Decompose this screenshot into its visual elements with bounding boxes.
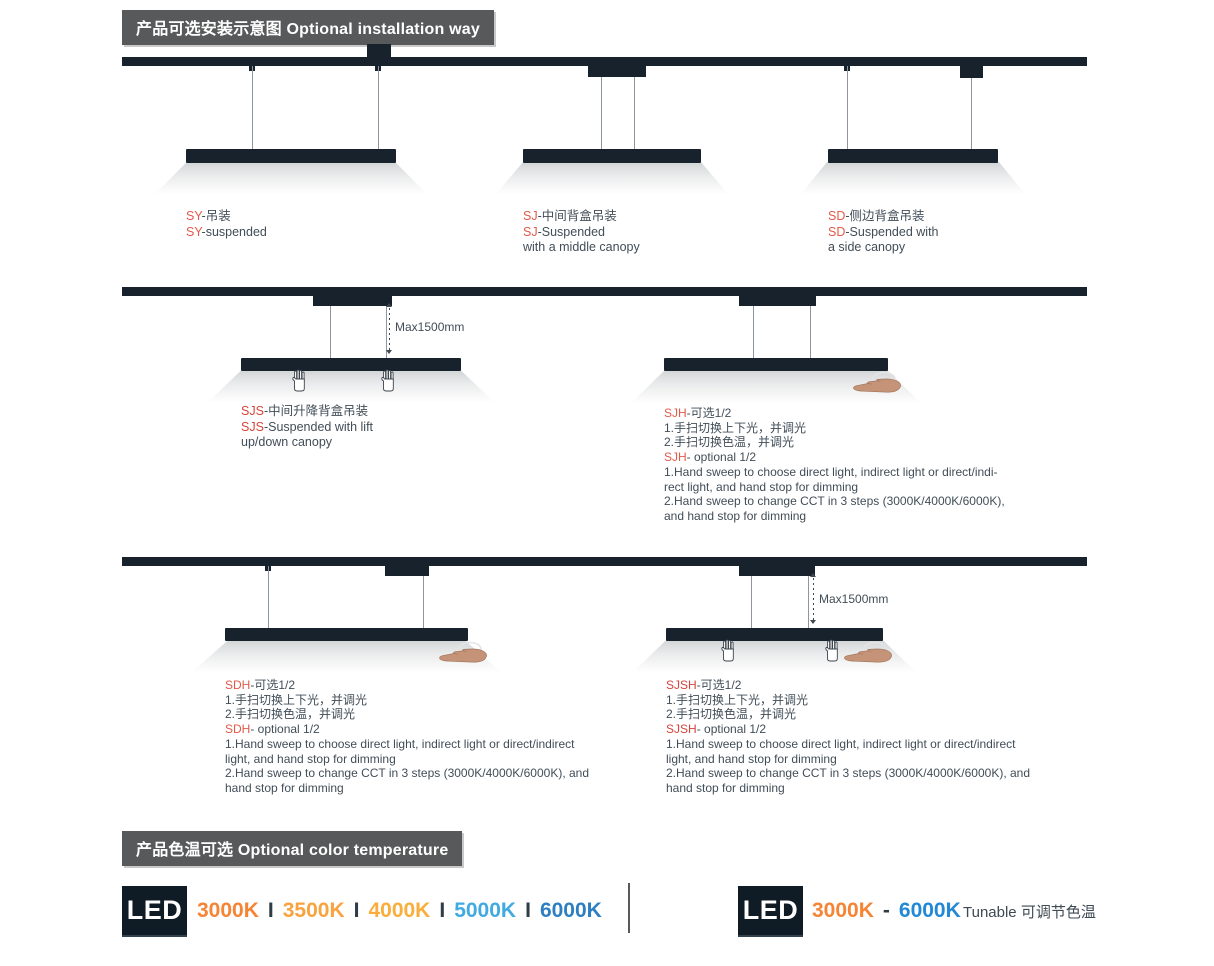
ceiling-rail: [122, 57, 1087, 66]
suspension-wire: [971, 78, 972, 150]
section-banner-installation: 产品可选安装示意图 Optional installation way: [122, 10, 494, 45]
max-height-dotted-line: [813, 578, 814, 620]
suspension-wire: [330, 306, 331, 358]
cct-separator: I: [353, 899, 360, 922]
max-height-arrow-down: [386, 350, 392, 354]
led-badge: LED: [738, 886, 803, 937]
max-height-arrow-up: [810, 573, 816, 577]
light-beam: [495, 162, 729, 195]
touch-hand-icon: [381, 369, 394, 392]
sweep-hand-icon: [844, 641, 892, 663]
suspension-wire: [268, 566, 269, 628]
cct-range-tunable: 3000K - 6000K: [812, 899, 961, 923]
side-canopy: [960, 66, 983, 78]
light-fixture: [666, 628, 883, 641]
cct-range-to: 6000K: [898, 899, 961, 922]
middle-canopy: [588, 66, 646, 77]
ceiling-rail: [122, 287, 1087, 296]
suspension-wire: [751, 576, 752, 628]
suspension-wire: [753, 306, 754, 358]
suspension-wire: [808, 576, 809, 628]
touch-hand-icon: [825, 639, 838, 662]
suspension-wire: [423, 576, 424, 628]
max-height-label: Max1500mm: [395, 320, 465, 334]
cct-separator: I: [267, 899, 274, 922]
light-beam: [207, 370, 495, 403]
max-height-arrow-up: [386, 303, 392, 307]
light-fixture: [828, 149, 998, 163]
max-height-arrow-down: [810, 620, 816, 624]
light-beam: [800, 162, 1026, 195]
cct-6000k: 6000K: [539, 899, 602, 922]
suspension-wire: [378, 66, 379, 150]
touch-hand-icon: [292, 369, 305, 392]
led-badge: LED: [122, 886, 187, 937]
suspension-wire: [810, 306, 811, 358]
cct-range-dash: -: [882, 899, 890, 922]
light-beam: [154, 162, 428, 195]
max-height-dotted-line: [389, 308, 390, 350]
cct-3000k: 3000K: [197, 899, 259, 922]
touch-hand-icon: [721, 639, 734, 662]
suspension-wire: [634, 77, 635, 149]
light-fixture: [523, 149, 701, 163]
cct-4000k: 4000K: [368, 899, 431, 922]
lift-canopy: [313, 296, 392, 306]
cct-separator: I: [525, 899, 531, 922]
sweep-hand-icon: [439, 641, 487, 663]
cct-5000k: 5000K: [454, 899, 517, 922]
light-fixture: [186, 149, 396, 163]
max-height-label: Max1500mm: [819, 592, 889, 606]
lift-canopy: [739, 566, 815, 576]
side-canopy: [385, 566, 429, 576]
cct-separator: I: [439, 899, 446, 922]
suspension-wire: [386, 306, 387, 358]
suspension-wire: [847, 66, 848, 150]
light-fixture: [241, 358, 461, 371]
section-banner-color-temperature: 产品色温可选 Optional color temperature: [122, 831, 463, 866]
cct-options-fixed: 3000K I 3500K I 4000K I 5000K I 6000K: [197, 899, 602, 923]
section-divider: [628, 883, 630, 933]
tunable-label: Tunable 可调节色温: [963, 904, 1096, 921]
light-fixture: [664, 358, 888, 371]
suspension-wire: [252, 66, 253, 150]
cct-3500k: 3500K: [282, 899, 345, 922]
sweep-hand-icon: [853, 371, 901, 393]
cct-range-from: 3000K: [812, 899, 874, 922]
suspension-wire: [601, 77, 602, 149]
ceiling-rail: [122, 557, 1087, 566]
middle-canopy: [739, 296, 816, 306]
light-fixture: [225, 628, 468, 641]
power-feed-box: [367, 44, 391, 57]
